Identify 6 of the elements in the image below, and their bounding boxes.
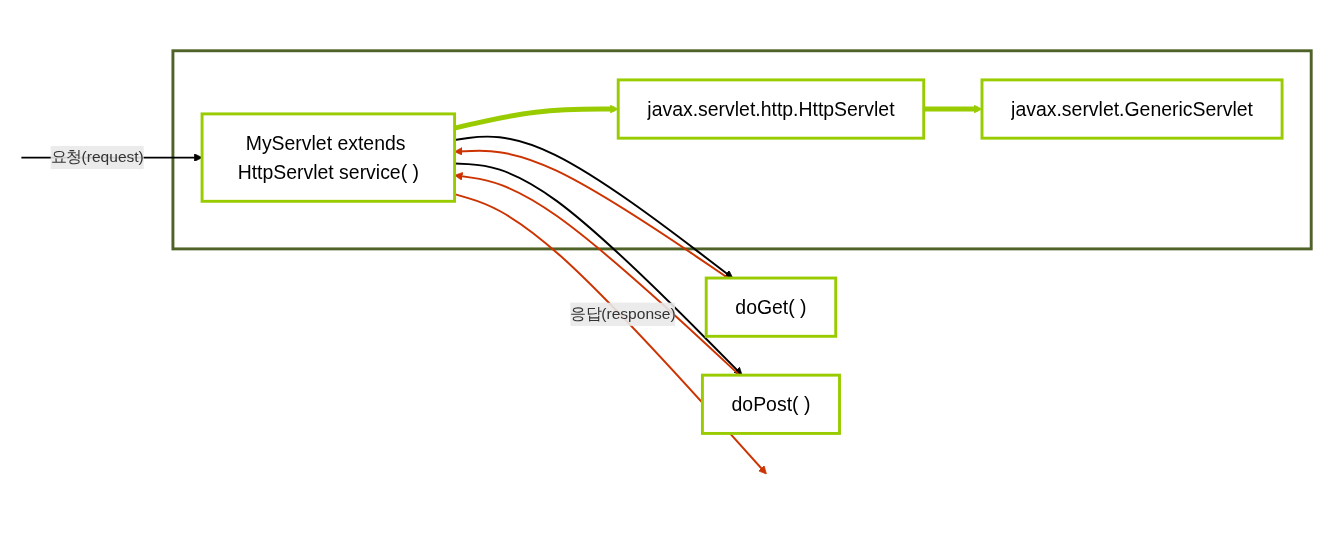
class-box: javax.servlet.http.HttpServlet bbox=[616, 78, 926, 140]
class-box: doPost( ) bbox=[700, 373, 841, 435]
class-box: doGet( ) bbox=[704, 276, 838, 338]
class-box: javax.servlet.GenericServlet bbox=[980, 78, 1284, 140]
arrow bbox=[454, 104, 619, 131]
class-box: MyServlet extends HttpServlet service( ) bbox=[200, 112, 457, 203]
